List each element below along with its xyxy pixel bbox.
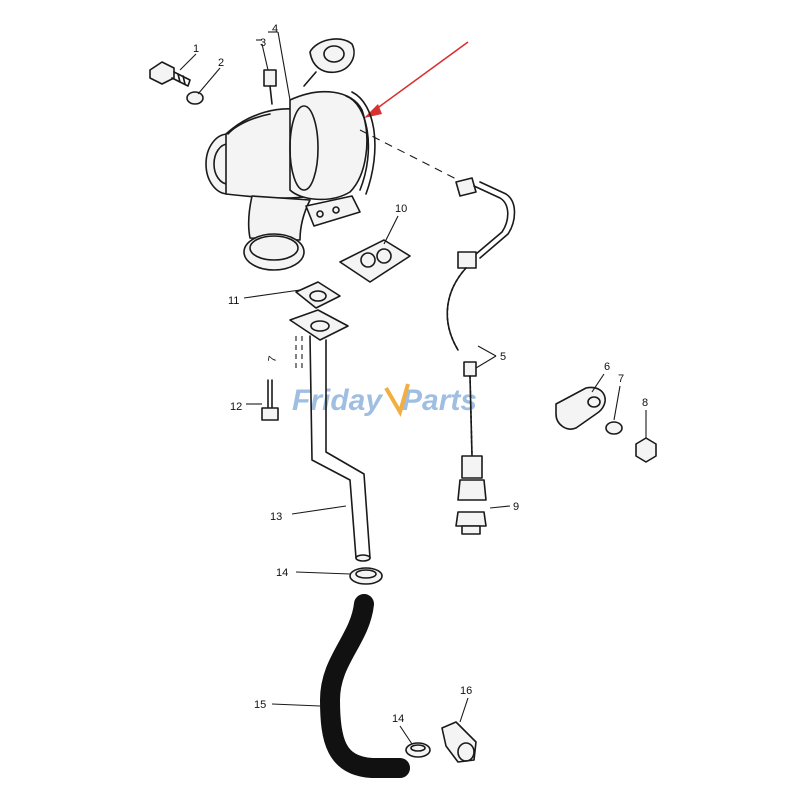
callout-16: 16 <box>460 685 472 697</box>
watermark-text-parts: Parts <box>402 384 477 417</box>
callout-9: 9 <box>513 501 519 513</box>
stud-part-3 <box>263 69 277 105</box>
callout-1: 1 <box>193 43 199 55</box>
nut-part-8 <box>635 437 657 463</box>
elbow-fitting-part-16 <box>441 721 477 763</box>
callout-3: 3 <box>260 37 266 49</box>
hose-clamp-part-14-lower <box>405 742 431 758</box>
callout-4: 4 <box>272 23 278 35</box>
clamp-part-6 <box>555 386 606 430</box>
bolt-part-1 <box>149 61 191 87</box>
callout-12: 12 <box>230 401 242 413</box>
callout-10: 10 <box>395 203 407 215</box>
oil-supply-line-part-5 <box>446 177 516 501</box>
gasket-part-10 <box>339 239 411 283</box>
watermark-swoosh <box>384 383 410 418</box>
oil-drain-tube-part-13 <box>289 309 371 562</box>
turbocharger <box>205 38 376 271</box>
callout-14-lower: 14 <box>392 713 404 725</box>
leader-lines <box>179 31 647 745</box>
callout-2: 2 <box>218 57 224 69</box>
washer-part-2 <box>186 91 204 105</box>
watermark-text-friday: Friday <box>292 384 383 417</box>
red-pointer-arrow <box>364 41 469 118</box>
callout-6: 6 <box>604 361 610 373</box>
washer-part-7 <box>605 421 623 435</box>
gasket-part-11 <box>295 281 341 309</box>
callout-numbers: 1 2 3 4 5 6 7 7 8 9 10 11 12 13 14 14 15… <box>193 23 648 725</box>
callout-14-upper: 14 <box>276 567 288 579</box>
callout-8: 8 <box>642 397 648 409</box>
bolt-part-12 <box>261 379 279 421</box>
callout-15: 15 <box>254 699 266 711</box>
hose-clamp-part-14-upper <box>349 567 383 585</box>
callout-7-left: 7 <box>266 355 279 363</box>
fitting-part-9 <box>455 511 487 535</box>
callout-7-right: 7 <box>618 373 624 385</box>
hose-part-15 <box>319 594 410 778</box>
callout-13: 13 <box>270 511 282 523</box>
callout-11: 11 <box>228 295 239 307</box>
watermark: Friday Parts <box>292 383 477 418</box>
callout-5: 5 <box>500 351 506 363</box>
